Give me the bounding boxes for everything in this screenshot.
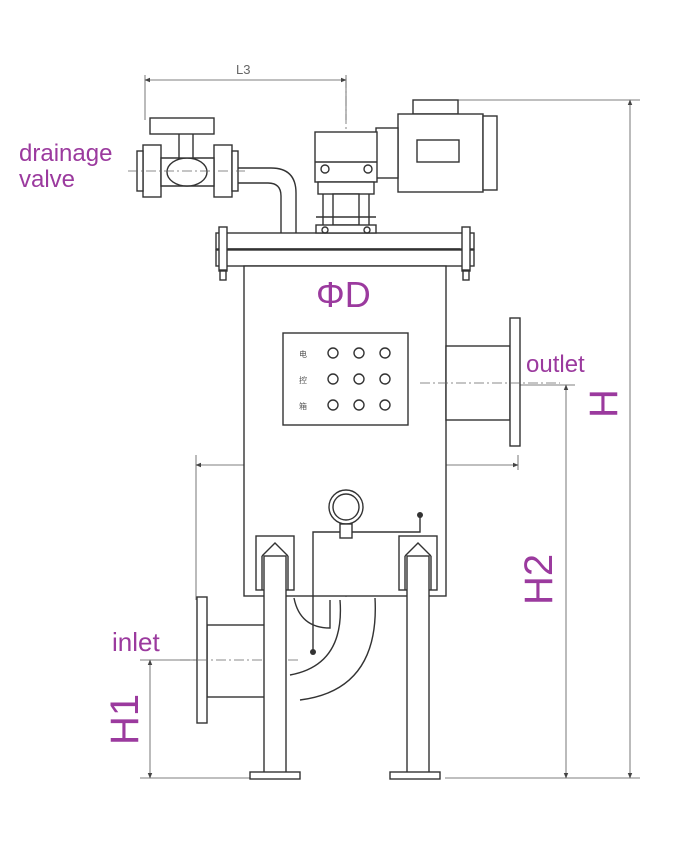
- drainage-assembly: [128, 117, 297, 233]
- drainage-label-line1: drainage: [19, 140, 113, 167]
- panel-mark-1: 电: [299, 349, 307, 359]
- height-h-label: H: [582, 389, 626, 418]
- inlet-pipe: [180, 596, 300, 724]
- drive-motor: [314, 99, 498, 234]
- dim-l3-text: L3: [236, 62, 250, 77]
- dimension-l3: L3: [144, 62, 347, 120]
- panel-indicator-lights: [327, 347, 391, 411]
- outlet-label: outlet: [526, 351, 585, 378]
- control-panel: 电 控 箱: [282, 332, 409, 426]
- dimension-h2: [510, 384, 575, 779]
- dimension-h: [445, 99, 640, 779]
- support-legs: [249, 535, 441, 780]
- inlet-label: inlet: [112, 627, 160, 657]
- outlet-pipe: [420, 317, 560, 447]
- pressure-gauge: [310, 489, 423, 655]
- height-h1-label: H1: [103, 693, 147, 745]
- panel-mark-2: 控: [299, 375, 307, 385]
- panel-mark-3: 箱: [299, 401, 307, 411]
- drainage-valve-label: drainage valve: [19, 141, 112, 193]
- height-h2-label: H2: [517, 553, 561, 605]
- inlet-elbow: [289, 597, 376, 701]
- diameter-label: ΦD: [316, 274, 371, 315]
- drainage-label-line2: valve: [19, 166, 76, 193]
